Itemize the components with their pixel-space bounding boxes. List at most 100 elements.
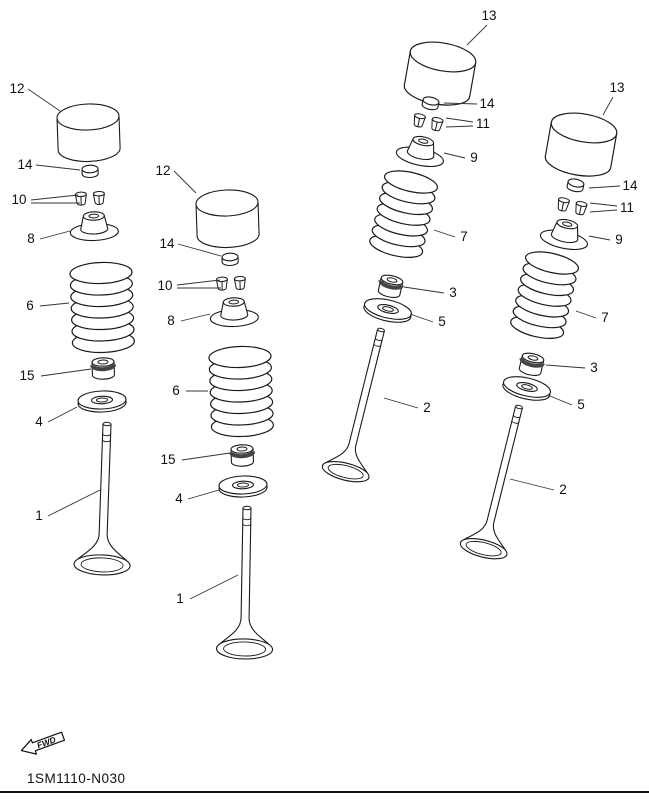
callout-9: 9	[470, 150, 478, 165]
adjusting-pad-14-b	[221, 252, 239, 267]
leader-line-5	[549, 395, 573, 406]
callout-11: 11	[476, 116, 490, 131]
diagram-code: 1SM1110-N030	[27, 771, 126, 786]
leader-line-7	[575, 310, 597, 319]
fwd-marker: FWD	[20, 731, 66, 755]
intake-valve-1-b	[215, 505, 276, 661]
callout-14: 14	[159, 236, 175, 251]
valve-cotters-11-d	[556, 197, 587, 216]
leader-line-12	[173, 170, 197, 194]
exhaust-valve-2-c	[319, 322, 406, 487]
leader-line-11	[589, 209, 618, 213]
valve-spring-7-c	[367, 166, 441, 263]
callout-12: 12	[9, 81, 24, 96]
leader-line-1	[47, 489, 101, 517]
spring-seat-5-c	[361, 294, 414, 327]
leader-line-8	[180, 313, 211, 322]
callout-1: 1	[176, 591, 184, 606]
leader-line-11	[589, 202, 618, 207]
stem-seal-3-c	[375, 271, 406, 302]
callout-2: 2	[423, 400, 431, 415]
leader-line-14	[35, 164, 81, 171]
leader-line-11	[445, 117, 474, 123]
valve-spring-6-b	[208, 344, 275, 439]
leader-line-13	[466, 24, 488, 46]
leader-line-9	[443, 152, 466, 159]
stem-seal-15-b	[231, 444, 254, 466]
callout-7: 7	[460, 229, 468, 244]
spring-retainer-9-d	[538, 214, 593, 254]
leader-line-12	[27, 88, 61, 112]
callout-7: 7	[601, 310, 609, 325]
valve-lifter-12-a	[56, 102, 122, 164]
callout-8: 8	[27, 231, 35, 246]
leader-line-3	[403, 286, 445, 294]
fwd-label: FWD	[35, 734, 57, 750]
stem-seal-3-d	[516, 349, 547, 380]
callout-15: 15	[19, 368, 34, 383]
leader-line-3	[545, 364, 586, 369]
spring-seat-4-a	[77, 389, 127, 414]
callout-4: 4	[35, 414, 43, 429]
leader-line-15	[40, 368, 92, 377]
callout-1: 1	[35, 508, 43, 523]
valve-lifter-13-d	[542, 107, 620, 182]
leader-line-6	[39, 302, 70, 307]
callout-4: 4	[175, 491, 183, 506]
leader-line-7	[433, 229, 456, 238]
callout-layer: 1214108615411214108615411314119735213141…	[9, 8, 638, 606]
spring-seat-4-b	[218, 474, 268, 499]
leader-line-1	[189, 574, 239, 600]
parts-layer	[56, 36, 620, 661]
fwd-arrow-icon	[20, 731, 66, 755]
leader-line-14	[443, 102, 478, 105]
leader-line-15	[181, 452, 231, 461]
leader-line-10	[176, 279, 221, 286]
callout-14: 14	[17, 157, 33, 172]
callout-8: 8	[167, 313, 175, 328]
callout-5: 5	[438, 314, 446, 329]
adjusting-pad-14-a	[81, 164, 99, 179]
callout-10: 10	[157, 278, 172, 293]
leader-line-10	[30, 194, 79, 201]
callout-2: 2	[559, 482, 567, 497]
leader-line-11	[445, 125, 474, 128]
valve-spring-7-d	[508, 247, 582, 344]
leader-line-2	[383, 397, 419, 409]
callout-12: 12	[155, 163, 170, 178]
callout-15: 15	[160, 452, 175, 467]
callout-11: 11	[620, 200, 634, 215]
spring-retainer-9-c	[394, 131, 449, 171]
leader-line-5	[409, 313, 434, 323]
valve-cotters-11-c	[412, 113, 443, 132]
leader-line-13	[602, 96, 614, 116]
leader-line-9	[588, 235, 611, 241]
callout-3: 3	[590, 360, 598, 375]
callout-10: 10	[11, 192, 26, 207]
callout-6: 6	[26, 298, 34, 313]
leader-line-8	[39, 230, 71, 240]
callout-14: 14	[622, 178, 638, 193]
callout-9: 9	[615, 232, 623, 247]
leader-line-4	[47, 406, 78, 423]
spring-retainer-8-a	[69, 210, 120, 242]
callout-13: 13	[481, 8, 496, 23]
valve-lifter-13-c	[401, 36, 479, 111]
spring-retainer-8-b	[209, 296, 260, 328]
exhaust-valve-2-d	[457, 399, 544, 564]
callout-14: 14	[479, 96, 495, 111]
callout-6: 6	[172, 383, 180, 398]
valve-lifter-12-b	[195, 188, 261, 250]
callout-5: 5	[577, 397, 585, 412]
callout-13: 13	[609, 80, 624, 95]
callout-3: 3	[449, 285, 457, 300]
valve-spring-6-a	[69, 260, 136, 355]
leader-line-14	[588, 185, 621, 189]
spring-seat-5-d	[500, 372, 553, 405]
leader-line-4	[187, 489, 220, 500]
leader-line-2	[509, 478, 555, 491]
leader-line-14	[177, 243, 222, 257]
adjusting-pad-14-d	[565, 177, 586, 194]
